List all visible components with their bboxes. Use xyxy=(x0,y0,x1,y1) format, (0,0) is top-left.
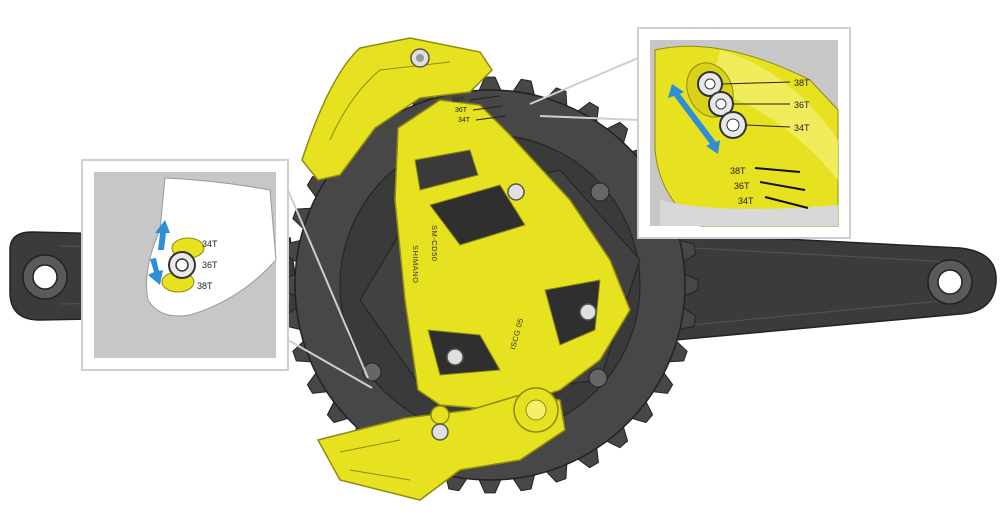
top-guide-label-38t: 38T xyxy=(452,97,465,104)
bolt-icon xyxy=(507,183,525,201)
inset-right-scale-label-36t: 36T xyxy=(734,181,750,191)
callout-lines xyxy=(287,57,639,389)
inset-left-label-38t: 38T xyxy=(197,281,213,291)
guide-model-marking: SM-CD50 xyxy=(430,225,439,261)
bolt-icon xyxy=(431,423,449,441)
bolt-icon xyxy=(588,368,608,388)
top-guide-slider xyxy=(301,37,493,181)
guide-brand-marking: SHIMANO xyxy=(411,245,420,284)
inset-right-scale-label-38t: 38T xyxy=(730,166,746,176)
chain-guide: 38T 36T 34T SHIMANO SM-CD50 ISCG 05 xyxy=(301,37,631,501)
inset-right-bolt-label-36t: 36T xyxy=(794,100,810,110)
bolt-icon xyxy=(590,182,610,202)
adjust-arrow-icon xyxy=(148,258,163,285)
top-guide-label-34t: 34T xyxy=(458,117,471,124)
inset-left-label-36t: 36T xyxy=(202,260,218,270)
inset-right-bolt-label-34t: 34T xyxy=(794,123,810,133)
adjust-arrow-icon xyxy=(155,220,170,250)
top-guide-label-36t: 36T xyxy=(455,107,468,114)
inset-right-scale-label-34t: 34T xyxy=(738,196,754,206)
inset-left-label-34t: 34T xyxy=(202,239,218,249)
inset-right-bolt-label-38t: 38T xyxy=(794,78,810,88)
bolt-icon xyxy=(579,303,597,321)
bolt-icon xyxy=(446,348,464,366)
inset-left-detail: 34T 36T 38T xyxy=(81,159,289,371)
inset-right-detail: 38T 36T 34T 38T 36T 34T xyxy=(637,27,851,239)
adjust-arrow-icon xyxy=(668,84,720,154)
